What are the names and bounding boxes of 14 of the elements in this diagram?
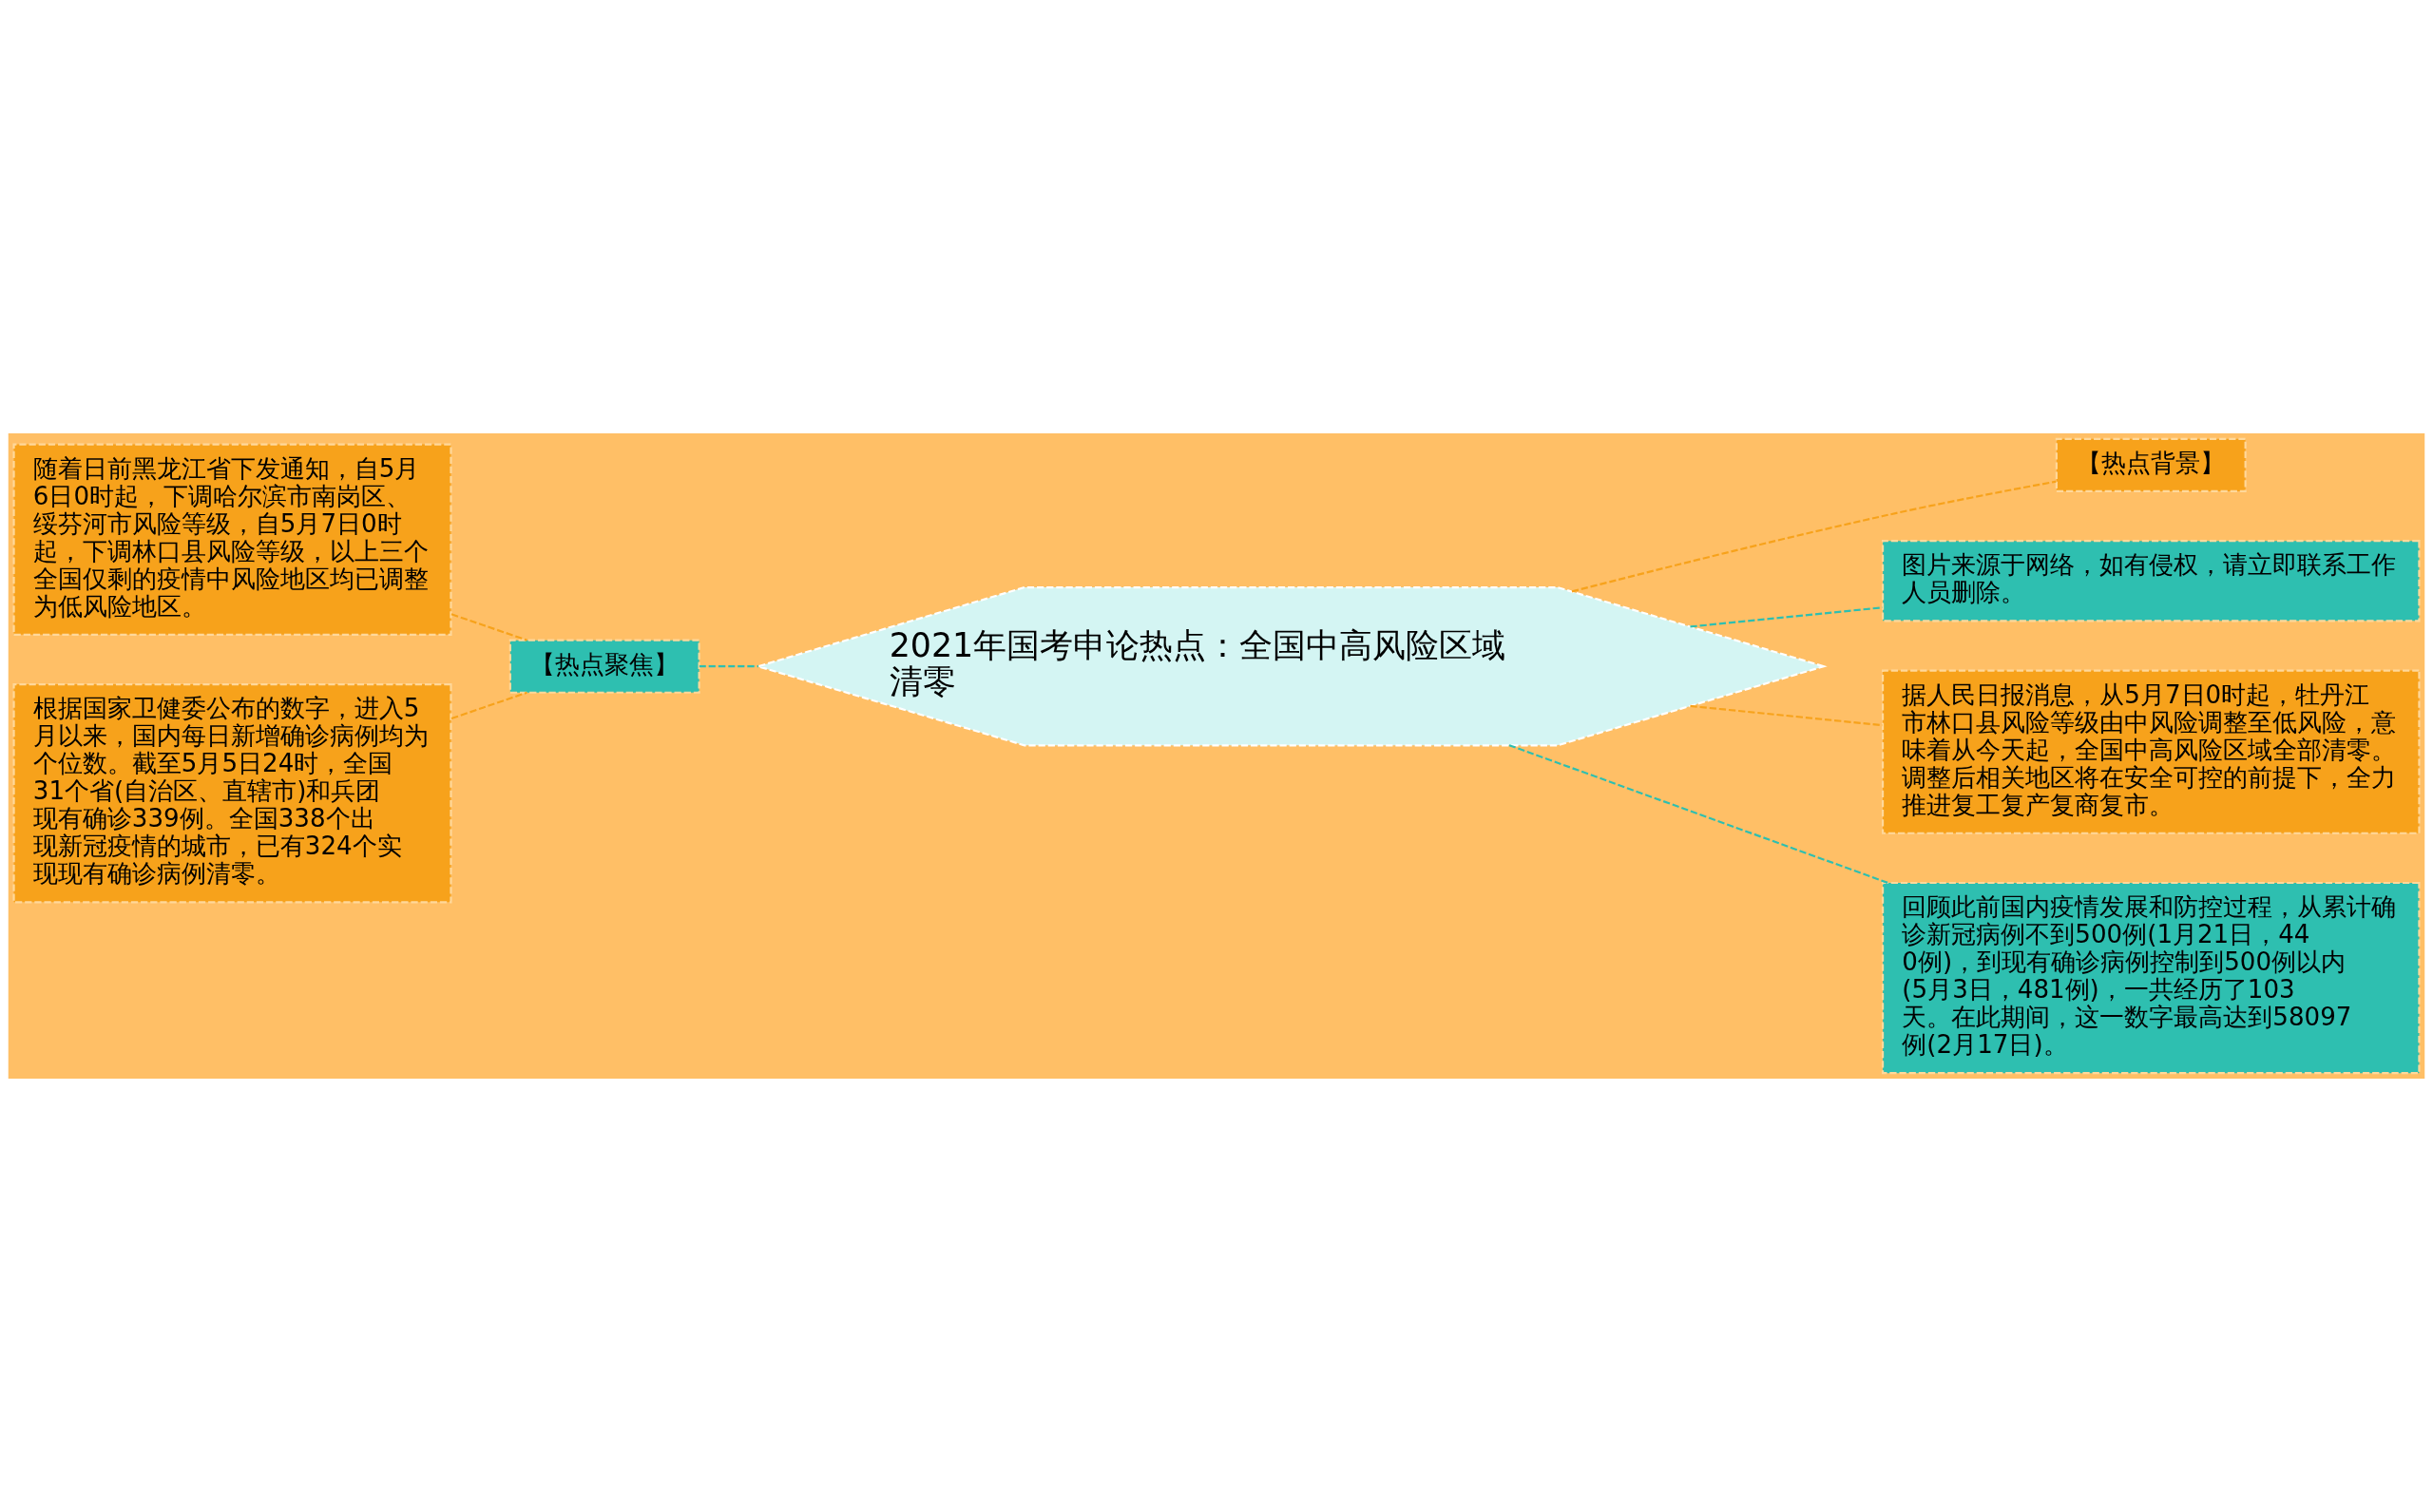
node-box: 随着日前黑龙江省下发通知，自5月6日0时起，下调哈尔滨市南岗区、绥芬河市风险等级，自5月7日0时起，下调林口县风险等级，以上三个全国仅剩的疫情中风险地区均已调整为低风险地区。 <box>12 443 452 636</box>
connector <box>699 665 758 668</box>
connector <box>1508 744 1888 884</box>
connector <box>450 613 527 641</box>
node-box: 据人民日报消息，从5月7日0时起，牡丹江市林口县风险等级由中风险调整至低风险，意味着从今天起，全国中高风险区域全部清零。调整后相关地区将在安全可控的前提下，全力推进复工复产复商复市。 <box>1881 669 2421 834</box>
connector <box>1690 606 1883 628</box>
node-box: 回顾此前国内疫情发展和防控过程，从累计确诊新冠病例不到500例(1月21日，440例)，到现有确诊病例控制到500例以内(5月3日，481例)，一共经历了103天。在此期间，这一数字最高达到58097例(2月17日)。 <box>1881 881 2421 1075</box>
node-box: 【热点背景】 <box>2055 437 2247 493</box>
connector <box>450 691 527 720</box>
node-box: 根据国家卫健委公布的数字，进入5月以来，国内每日新增确诊病例均为个位数。截至5月5日24时，全国31个省(自治区、直辖市)和兵团现有确诊339例。全国338个出现新冠疫情的城市，已有324个实现现有确诊病例清零。 <box>12 682 452 904</box>
connector <box>1571 480 2057 593</box>
connector <box>1690 704 1883 727</box>
node-box: 【热点聚焦】 <box>508 639 700 694</box>
node-box: 图片来源于网络，如有侵权，请立即联系工作人员删除。 <box>1881 540 2421 622</box>
